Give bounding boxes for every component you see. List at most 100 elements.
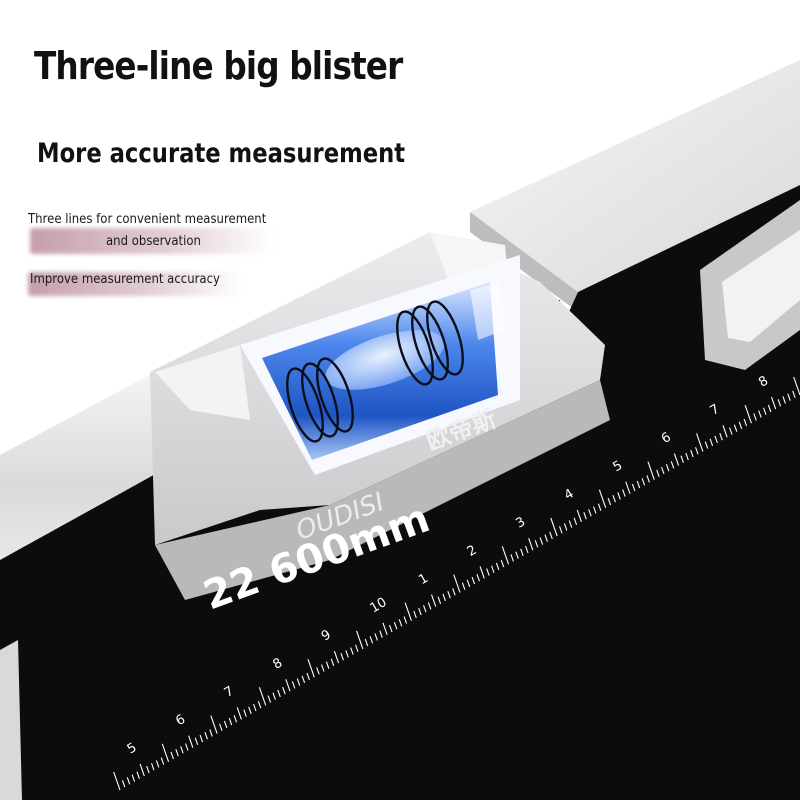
- ruler-tick: [471, 576, 476, 585]
- ruler-tick: [430, 594, 437, 607]
- ruler-tick: [427, 602, 432, 610]
- ruler-tick: [576, 509, 582, 523]
- ruler-tick: [641, 478, 646, 486]
- ruler-tick: [792, 390, 796, 399]
- ruler-tick: [738, 421, 743, 430]
- ruler-tick: [646, 475, 650, 483]
- ruler-tick: [243, 709, 247, 717]
- ruler-tick: [146, 765, 150, 774]
- ruler-tick: [248, 706, 252, 715]
- ruler-tick: [696, 433, 704, 452]
- ruler-tick: [534, 540, 539, 548]
- ruler-tick: [398, 619, 403, 627]
- bubble-vial: [262, 282, 505, 460]
- ruler-tick: [277, 689, 281, 698]
- ruler-tick: [743, 418, 748, 427]
- ruler-tick: [393, 621, 398, 630]
- ruler-tick: [588, 509, 592, 517]
- ruler-tick: [525, 545, 529, 554]
- ruler-tick: [180, 746, 184, 754]
- ruler-tick: [709, 438, 714, 446]
- ruler-tick: [382, 622, 388, 636]
- ruler-tick: [466, 579, 471, 588]
- ruler-tick: [185, 743, 189, 751]
- ruler-tick: [204, 732, 208, 740]
- ruler-tick: [175, 748, 179, 757]
- ruler-tick: [272, 692, 276, 700]
- ruler-tick: [236, 707, 242, 720]
- ruler-tick: [161, 743, 170, 762]
- ruler-tick: [486, 568, 490, 576]
- ruler-tick: [520, 548, 524, 557]
- ruler-tick: [573, 517, 578, 525]
- ruler-tick: [491, 565, 495, 573]
- ruler-tick: [325, 661, 330, 669]
- ruler-tick: [188, 735, 194, 748]
- ruler-tick: [356, 630, 364, 650]
- ruler-tick: [253, 703, 257, 712]
- ruler-tick: [233, 715, 238, 723]
- ruler-tick: [194, 737, 199, 746]
- ruler-tick: [607, 497, 612, 506]
- ruler-tick: [452, 588, 456, 596]
- ruler-tick: [131, 774, 136, 782]
- ruler-tick: [549, 531, 553, 540]
- ruler-tick: [170, 751, 174, 760]
- ruler-tick: [495, 562, 500, 571]
- ruler-tick: [695, 447, 699, 455]
- ruler-tick: [787, 393, 791, 401]
- ruler-tick: [631, 483, 636, 492]
- right-aluminum-face: [470, 60, 800, 292]
- ruler-tick: [418, 607, 422, 616]
- ruler-tick: [209, 729, 213, 737]
- ruler-tick: [453, 574, 461, 593]
- ruler-tick: [340, 653, 344, 661]
- ruler-tick: [598, 489, 607, 509]
- ruler-tick: [447, 590, 451, 599]
- ruler-tick: [258, 687, 267, 706]
- ruler-tick: [291, 681, 296, 689]
- ruler-tick: [316, 667, 320, 675]
- ruler-tick: [364, 638, 369, 647]
- ruler-tick: [673, 453, 680, 466]
- ruler-tick: [476, 574, 480, 582]
- ruler-tick: [539, 537, 544, 545]
- ruler-tick: [121, 779, 126, 788]
- ruler-tick: [719, 432, 723, 441]
- ruler-tick: [423, 605, 427, 613]
- ruler-tick: [160, 757, 165, 765]
- ruler-tick: [625, 481, 631, 494]
- ruler-tick: [714, 435, 718, 444]
- ruler-tick: [622, 489, 626, 497]
- ruler-tick: [656, 469, 660, 478]
- ruler-tick: [404, 602, 412, 621]
- ruler-tick: [296, 678, 301, 686]
- ruler-tick: [350, 647, 354, 655]
- ruler-tick: [685, 452, 689, 461]
- ruler-tick: [389, 624, 393, 633]
- subheadline: More accurate measurement: [37, 138, 406, 169]
- ruler-tick: [777, 399, 782, 407]
- ruler-tick: [501, 546, 510, 565]
- ruler-tick: [301, 675, 306, 683]
- ruler-tick: [617, 492, 621, 500]
- feature-1-line-2: and observation: [106, 234, 201, 249]
- ruler-tick: [461, 582, 466, 590]
- ruler-tick: [583, 511, 587, 520]
- ruler-tick: [228, 717, 233, 726]
- ruler-tick: [647, 461, 655, 480]
- feature-1-line-1: Three lines for convenient measurement: [28, 212, 267, 227]
- ruler-tick: [199, 734, 204, 743]
- ruler-tick: [793, 376, 800, 396]
- ruler-tick: [500, 559, 505, 568]
- ruler-tick: [744, 405, 752, 424]
- ruler-tick: [113, 771, 121, 791]
- ruler-tick: [515, 551, 519, 559]
- ruler-tick: [355, 644, 359, 652]
- ruler-tick: [379, 630, 383, 638]
- ruler-tick: [704, 441, 709, 449]
- ruler-tick: [593, 506, 597, 514]
- ruler-tick: [767, 404, 772, 413]
